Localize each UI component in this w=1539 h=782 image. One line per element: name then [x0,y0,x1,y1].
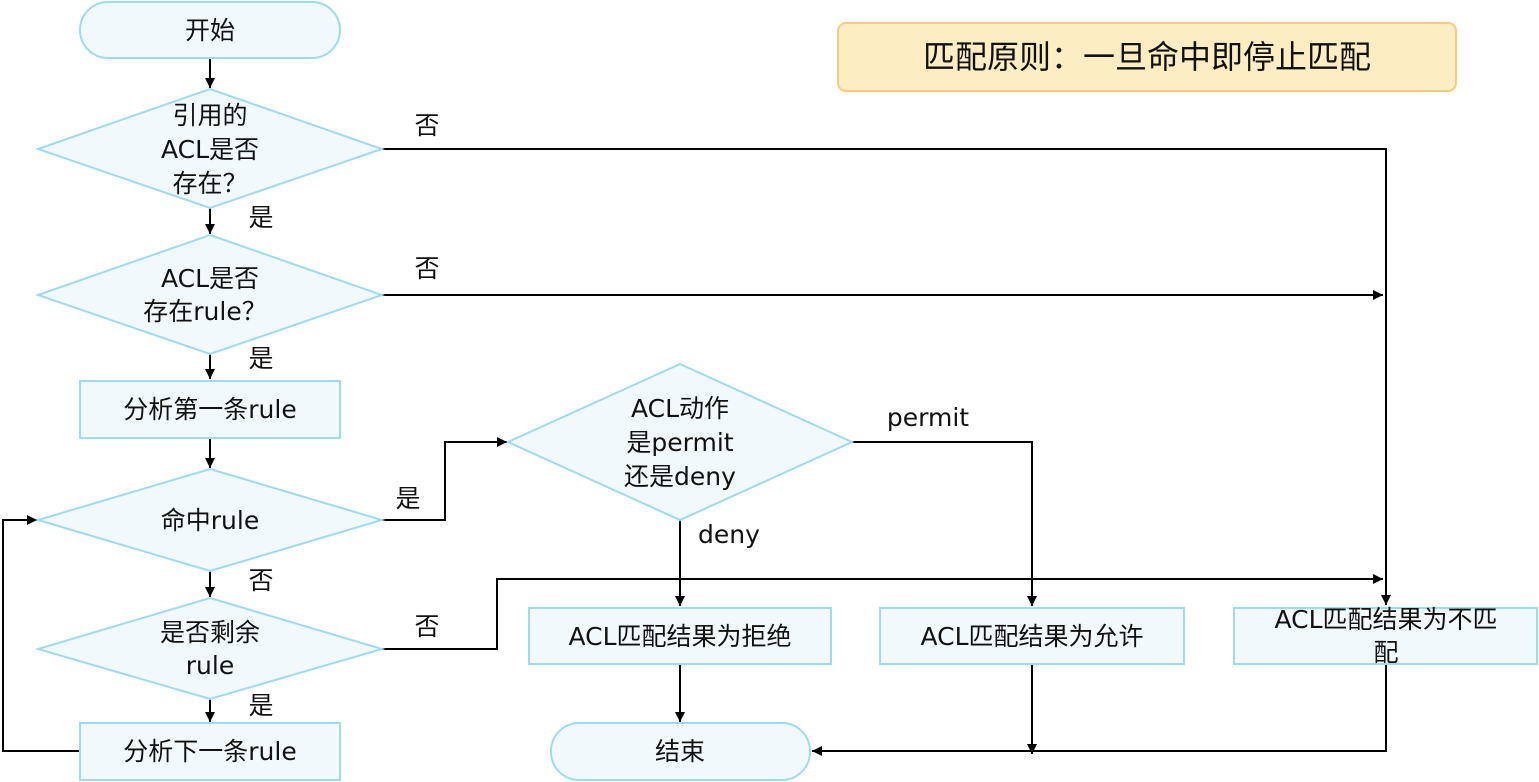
node-rule-exists: ACL是否 存在rule？ [34,233,386,356]
edge-acl-exists-no [382,148,1391,605]
node-acl-exists: 引用的 ACL是否 存在？ [34,87,386,210]
edge-label-permit: permit [887,403,969,432]
node-result-deny: ACL匹配结果为拒绝 [528,607,832,665]
node-result-permit-label: ACL匹配结果为允许 [920,622,1143,651]
edge-label-no: 否 [414,612,439,641]
node-acl-exists-line-3: 存在？ [172,169,247,198]
principle-text: 匹配原则：一旦命中即停止匹配 [923,38,1371,76]
node-acl-exists-line-2: ACL是否 [161,135,259,164]
node-rule-exists-line-1: ACL是否 [161,264,259,293]
node-hit-rule: 命中rule [34,467,386,573]
node-analyze-next: 分析下一条rule [79,722,341,781]
node-result-nomatch: ACL匹配结果为不匹 配 [1233,605,1538,667]
node-remaining-line-1: 是否剩余 [160,618,260,647]
edge-label-deny: deny [698,520,760,549]
edge-label-no: 否 [414,254,439,283]
connectors [2,58,1391,756]
node-end: 结束 [550,722,811,781]
edge-label-no: 否 [414,111,439,140]
edge-remaining-no [382,574,1383,650]
node-remaining: 是否剩余 rule [34,596,386,701]
edge-action-permit [852,441,1037,606]
node-rule-exists-line-2: 存在rule？ [143,297,266,326]
node-acl-exists-line-1: 引用的 [172,101,247,130]
principle-note: 匹配原则：一旦命中即停止匹配 [837,22,1457,92]
edge-label-no: 否 [248,566,273,595]
edge-label-yes: 是 [248,344,273,373]
edge-label-yes: 是 [248,203,273,232]
node-result-permit: ACL匹配结果为允许 [879,607,1185,665]
node-analyze-next-label: 分析下一条rule [123,737,296,766]
node-result-nomatch-line-2: 配 [1373,638,1398,667]
edge-label-yes: 是 [395,484,420,513]
edge-hit-yes [382,437,507,521]
node-analyze-first-label: 分析第一条rule [123,395,296,424]
node-end-label: 结束 [655,737,705,766]
edge-nomatch-to-end [812,664,1387,756]
node-start: 开始 [79,1,341,59]
node-remaining-line-2: rule [186,651,234,680]
node-result-nomatch-line-1: ACL匹配结果为不匹 [1274,605,1497,634]
edge-loop-back [2,515,80,752]
node-hit-rule-label: 命中rule [161,506,259,535]
node-result-deny-label: ACL匹配结果为拒绝 [568,622,791,651]
node-analyze-first: 分析第一条rule [79,380,341,439]
node-action-line-2: 是permit [626,428,733,457]
edge-labels: 否 是 否 是 是 否 否 是 permit deny [248,111,969,720]
edge-label-yes: 是 [248,691,273,720]
node-start-label: 开始 [185,16,235,45]
node-action: ACL动作 是permit 还是deny [505,362,855,522]
node-action-line-3: 还是deny [624,462,736,491]
node-action-line-1: ACL动作 [631,394,729,423]
